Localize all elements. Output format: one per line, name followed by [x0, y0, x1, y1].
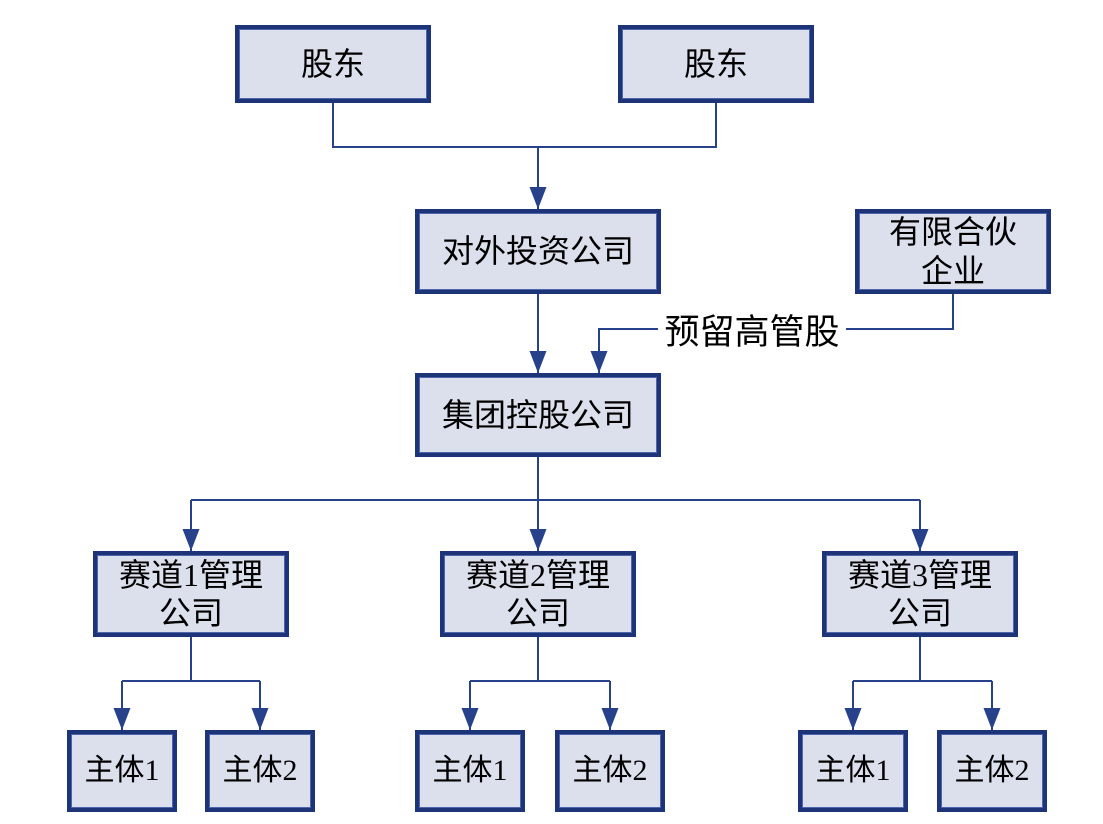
node-track1-management-company: 赛道1管理 公司: [93, 551, 289, 637]
edge-track1-stem: [122, 637, 260, 682]
node-track3-entity1: 主体1: [798, 730, 908, 812]
node-track2-entity2: 主体2: [555, 730, 665, 812]
node-shareholder-right: 股东: [618, 25, 814, 103]
node-track3-management-company: 赛道3管理 公司: [822, 551, 1018, 637]
label-reserved-executive-shares: 预留高管股: [658, 308, 846, 352]
node-limited-partnership: 有限合伙 企业: [855, 209, 1051, 294]
node-track2-entity1: 主体1: [415, 730, 525, 812]
node-group-holding-company: 集团控股公司: [415, 373, 661, 457]
node-track3-entity2: 主体2: [937, 730, 1047, 812]
node-shareholder-left: 股东: [235, 25, 431, 103]
node-track1-entity2: 主体2: [205, 730, 315, 812]
edge-track3-stem: [853, 637, 992, 682]
edge-shareholders-merge: [332, 103, 717, 148]
node-outbound-investment-company: 对外投资公司: [415, 209, 661, 294]
edge-track2-stem: [470, 637, 610, 682]
node-track1-entity1: 主体1: [67, 730, 177, 812]
node-track2-management-company: 赛道2管理 公司: [440, 551, 636, 637]
